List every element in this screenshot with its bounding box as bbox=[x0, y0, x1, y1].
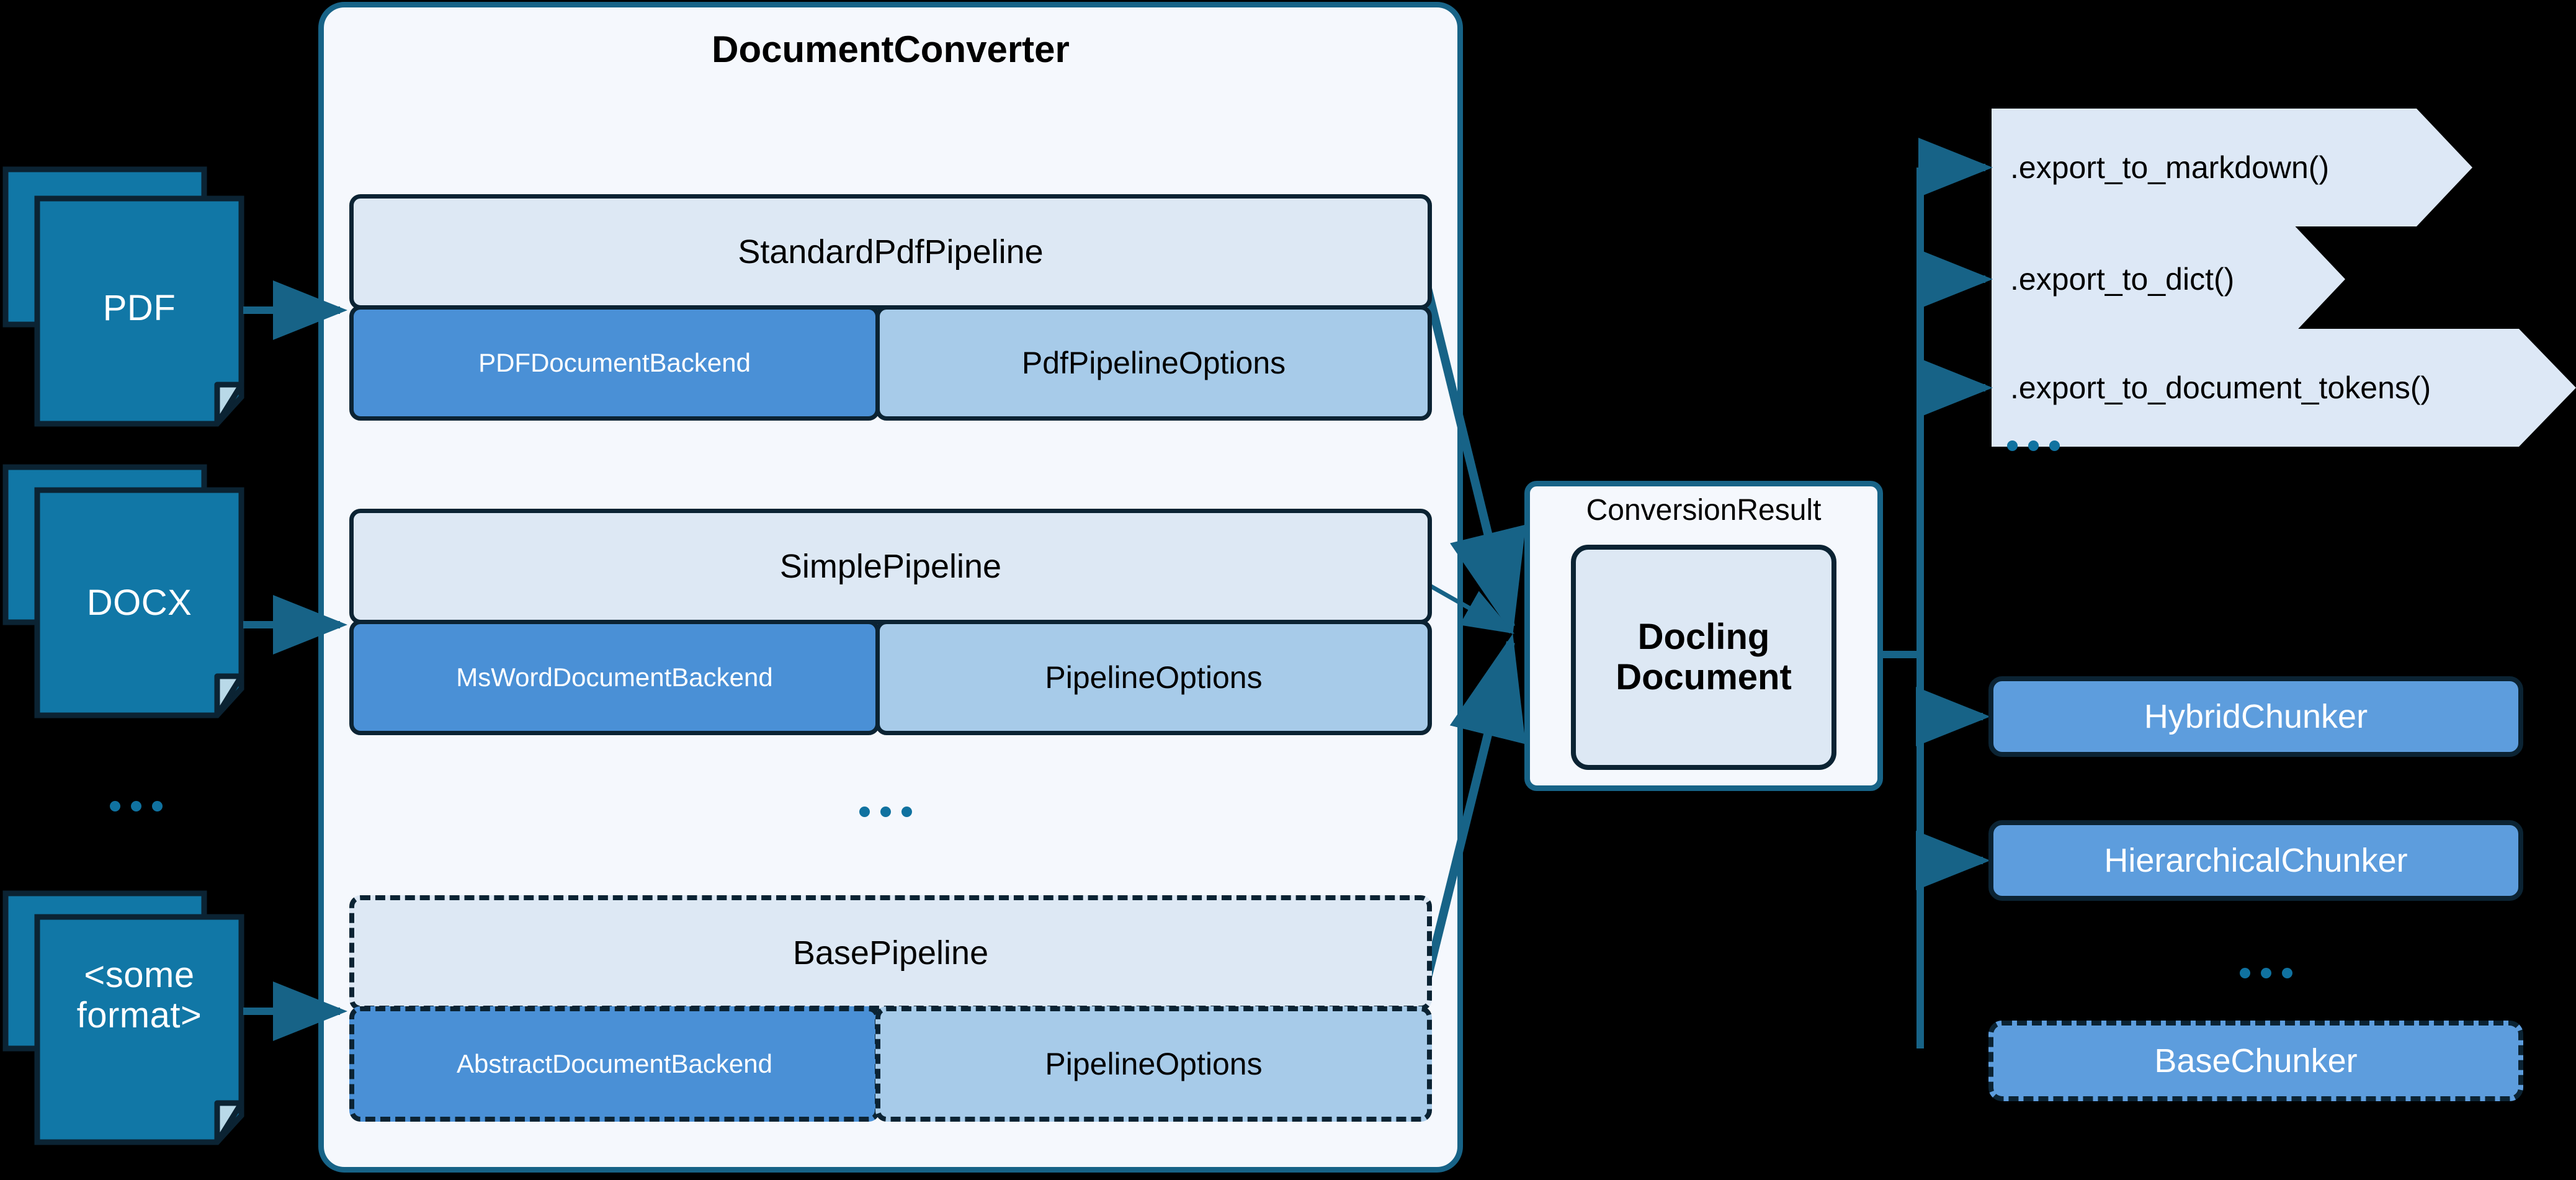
options-pipelineoptions-simple[interactable]: PipelineOptions bbox=[875, 620, 1432, 735]
pipeline-group-base: BasePipeline AbstractDocumentBackend Pip… bbox=[349, 895, 1432, 1122]
pipeline-name-standardpdfpipeline[interactable]: StandardPdfPipeline bbox=[349, 194, 1432, 310]
chunker-base[interactable]: BaseChunker bbox=[1988, 1021, 2523, 1101]
backend-abstractdocumentbackend[interactable]: AbstractDocumentBackend bbox=[349, 1006, 880, 1122]
backend-pdfdocumentbackend[interactable]: PDFDocumentBackend bbox=[349, 305, 880, 421]
some-format-label-line2: format> bbox=[76, 995, 202, 1035]
pipeline-group-standard-pdf: StandardPdfPipeline PDFDocumentBackend P… bbox=[349, 194, 1432, 421]
docling-document-line1: Docling bbox=[1637, 616, 1770, 657]
chunker-hierarchical[interactable]: HierarchicalChunker bbox=[1988, 820, 2523, 901]
pipeline-name-simplepipeline[interactable]: SimplePipeline bbox=[349, 509, 1432, 624]
pdf-label: PDF bbox=[102, 288, 176, 328]
chunkers-ellipsis bbox=[2240, 968, 2292, 978]
pipeline-name-basepipeline[interactable]: BasePipeline bbox=[349, 895, 1432, 1011]
some-format-label-line1: <some bbox=[84, 955, 195, 995]
docling-document-line2: Document bbox=[1616, 656, 1792, 697]
document-converter-title: DocumentConverter bbox=[712, 29, 1070, 70]
pipeline-group-simple: SimplePipeline MsWordDocumentBackend Pip… bbox=[349, 509, 1432, 735]
backend-msworddocumentbackend[interactable]: MsWordDocumentBackend bbox=[349, 620, 880, 735]
converter-ellipsis bbox=[859, 807, 912, 817]
chunker-hybrid[interactable]: HybridChunker bbox=[1988, 676, 2523, 757]
docx-label: DOCX bbox=[86, 583, 192, 623]
export-document-tokens-label[interactable]: .export_to_document_tokens() bbox=[2010, 370, 2431, 405]
some-format-label: <some format> bbox=[37, 955, 241, 1036]
export-dict-label[interactable]: .export_to_dict() bbox=[2010, 262, 2235, 297]
exports-ellipsis bbox=[2007, 440, 2060, 451]
inputs-ellipsis bbox=[110, 801, 163, 811]
docling-document-box[interactable]: Docling Document bbox=[1571, 545, 1836, 770]
conversion-result-title: ConversionResult bbox=[1586, 494, 1822, 527]
options-pdfpipelineoptions[interactable]: PdfPipelineOptions bbox=[875, 305, 1432, 421]
export-markdown-label[interactable]: .export_to_markdown() bbox=[2010, 150, 2330, 185]
options-pipelineoptions-base[interactable]: PipelineOptions bbox=[875, 1006, 1432, 1122]
